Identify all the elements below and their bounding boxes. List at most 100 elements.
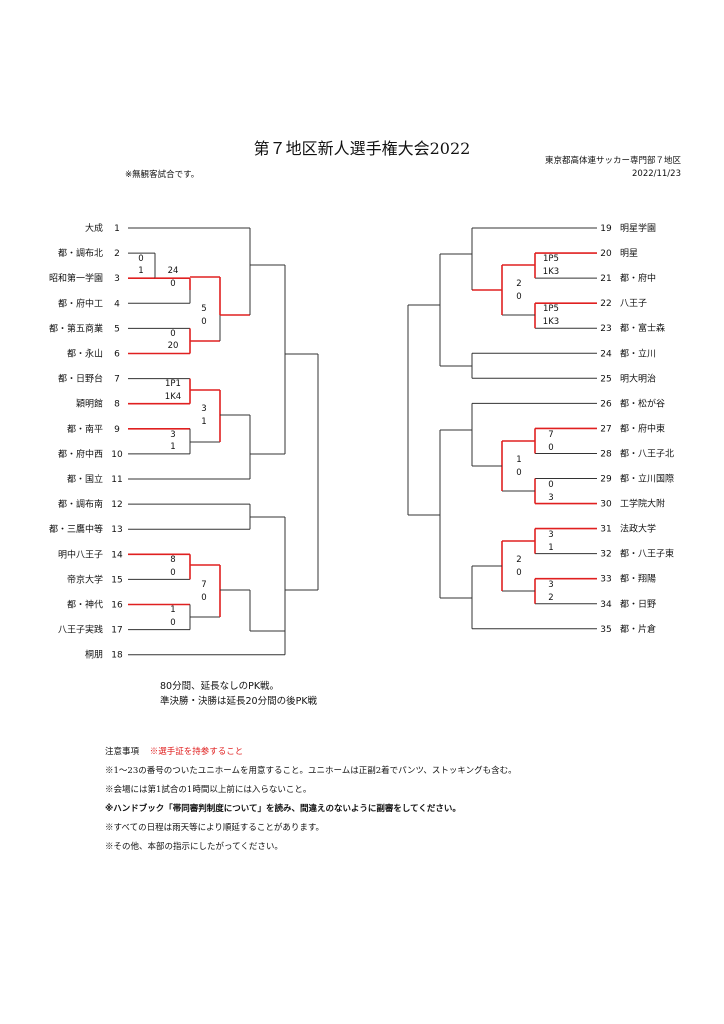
no-spectators-note: ※無観客試合です。 xyxy=(125,170,200,180)
note-item: ※すべての日程は雨天等により順延することがあります。 xyxy=(105,823,325,833)
team-name: 都・日野 xyxy=(620,599,656,610)
organizer-block: 東京都高体連サッカー専門部７地区 2022/11/23 xyxy=(545,155,681,181)
team-name: 都・翔陽 xyxy=(620,573,656,585)
team-seed: 21 xyxy=(600,274,611,284)
team-name: 都・第五商業 xyxy=(49,322,103,334)
score-top: 3 xyxy=(548,580,553,590)
team-name: 都・片倉 xyxy=(620,623,656,635)
team-seed: 4 xyxy=(114,299,120,309)
event-date: 2022/11/23 xyxy=(632,169,681,179)
score-bottom: 0 xyxy=(516,468,521,478)
team-seed: 9 xyxy=(114,425,120,435)
team-name: 都・三鷹中等 xyxy=(49,523,103,535)
team-seed: 12 xyxy=(111,500,122,510)
team-name: 昭和第一学園 xyxy=(49,272,103,284)
team-name: 大成 xyxy=(85,222,103,234)
team-seed: 22 xyxy=(600,299,611,309)
rules-line-1: 80分間、延長なしのPK戦。 xyxy=(160,681,280,692)
score-bottom: 3 xyxy=(548,493,553,503)
team-seed: 33 xyxy=(600,575,611,585)
team-name: 都・永山 xyxy=(67,348,103,360)
score-bottom: 2 xyxy=(548,593,553,603)
score-bottom: 0 xyxy=(201,593,206,603)
score-bottom: 1K3 xyxy=(543,267,559,277)
organizer-name: 東京都高体連サッカー専門部７地区 xyxy=(544,156,681,166)
score-bottom: 0 xyxy=(201,317,206,327)
team-name: 八王子実践 xyxy=(58,624,103,636)
team-seed: 7 xyxy=(114,375,120,385)
team-seed: 6 xyxy=(114,350,120,360)
team-name: 都・立川国際 xyxy=(620,473,674,485)
score-top: 1P1 xyxy=(165,379,181,389)
score-bottom: 1 xyxy=(138,266,143,276)
team-seed: 16 xyxy=(111,601,123,611)
note-item: ※会場には第1試合の1時間以上前には入らないこと。 xyxy=(105,785,312,795)
score-top: 1 xyxy=(170,605,175,615)
team-name: 法政大学 xyxy=(620,523,656,535)
page-title: 第７地区新人選手権大会2022 xyxy=(253,139,471,158)
team-name: 都・府中工 xyxy=(58,297,103,309)
team-name: 都・立川 xyxy=(620,347,656,359)
score-top: 2 xyxy=(516,555,521,565)
note-item: ※1～23の番号のついたユニホームを用意すること。ユニホームは正副2着でパンツ、… xyxy=(105,766,517,776)
team-seed: 32 xyxy=(600,550,611,560)
score-top: 1 xyxy=(516,455,521,465)
team-name: 都・調布北 xyxy=(58,247,103,259)
score-bottom: 0 xyxy=(516,568,521,578)
rules-line-2: 準決勝・決勝は延長20分間の後PK戦 xyxy=(160,696,318,707)
score-top: 3 xyxy=(170,430,175,440)
team-name: 都・府中東 xyxy=(620,422,665,434)
notes-heading-row: 注意事項 ※選手証を持参すること xyxy=(105,745,243,757)
team-seed: 2 xyxy=(114,249,120,259)
team-name: 都・八王子東 xyxy=(620,548,674,560)
team-seed: 5 xyxy=(114,324,120,334)
team-name: 明大明治 xyxy=(620,372,656,384)
note-item: ※ハンドブック「帯同審判制度について」を読み、間違えのないように副審をしてくださ… xyxy=(105,804,461,814)
score-top: 0 xyxy=(548,480,553,490)
team-name: 都・調布南 xyxy=(58,498,103,510)
team-name: 都・富士森 xyxy=(620,322,665,334)
team-name: 工学院大附 xyxy=(620,498,665,510)
team-seed: 3 xyxy=(114,274,120,284)
team-name: 都・八王子北 xyxy=(620,448,674,459)
score-bottom: 1K4 xyxy=(165,392,181,402)
score-bottom: 0 xyxy=(516,292,521,302)
score-bottom: 0 xyxy=(170,618,175,628)
team-seed: 26 xyxy=(600,399,612,409)
team-seed: 27 xyxy=(600,424,611,434)
team-seed: 34 xyxy=(600,600,612,610)
score-top: 2 xyxy=(516,279,521,289)
team-seed: 18 xyxy=(111,651,123,661)
notes-player-card-warning: ※選手証を持参すること xyxy=(149,747,244,757)
team-name: 都・南平 xyxy=(67,423,103,435)
team-seed: 8 xyxy=(114,400,120,410)
team-seed: 13 xyxy=(111,525,122,535)
team-seed: 35 xyxy=(600,625,611,635)
team-name: 都・府中西 xyxy=(58,448,103,460)
team-seed: 29 xyxy=(600,475,612,485)
score-top: 3 xyxy=(548,530,553,540)
note-item: ※その他、本部の指示にしたがってください。 xyxy=(105,842,283,852)
team-name: 都・神代 xyxy=(67,599,103,611)
team-seed: 20 xyxy=(600,249,612,259)
team-name: 八王子 xyxy=(620,298,647,309)
score-top: 24 xyxy=(168,266,179,276)
score-bottom: 1 xyxy=(548,543,553,553)
score-bottom: 1K3 xyxy=(543,317,559,327)
team-name: 明中八王子 xyxy=(58,548,103,560)
team-seed: 15 xyxy=(111,575,122,585)
notes-heading: 注意事項 xyxy=(105,747,140,757)
team-seed: 24 xyxy=(600,349,612,359)
team-seed: 14 xyxy=(111,550,123,560)
team-name: 帝京大学 xyxy=(67,573,103,585)
team-seed: 28 xyxy=(600,449,612,459)
team-seed: 11 xyxy=(111,475,122,485)
team-name: 明星 xyxy=(620,248,638,259)
team-name: 都・国立 xyxy=(67,473,103,485)
score-bottom: 0 xyxy=(548,443,553,453)
score-bottom: 0 xyxy=(170,279,175,289)
score-top: 1P5 xyxy=(543,304,559,314)
team-seed: 1 xyxy=(114,224,120,234)
team-seed: 23 xyxy=(600,324,611,334)
